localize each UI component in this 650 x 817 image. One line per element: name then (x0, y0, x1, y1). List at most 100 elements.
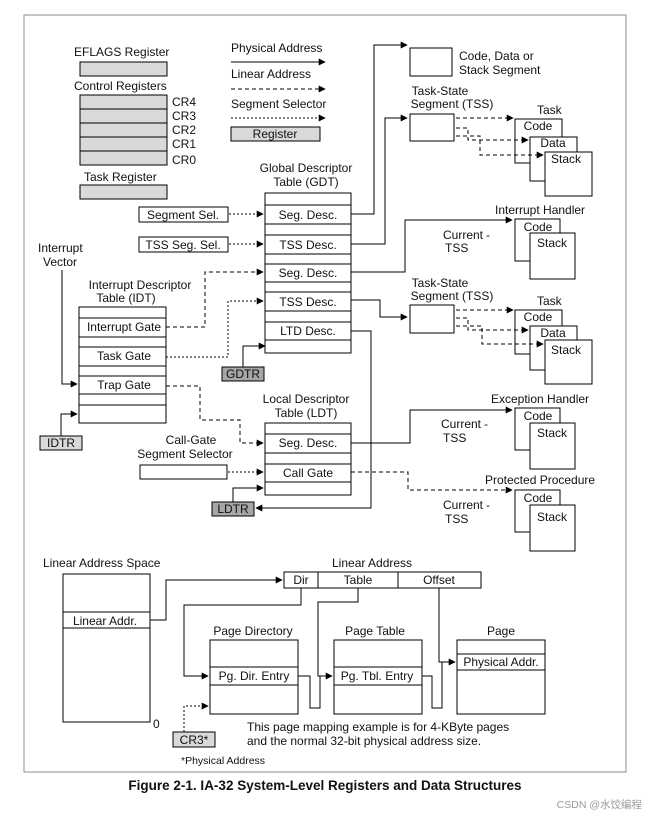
task2-data: Data (540, 326, 566, 340)
task1-data: Data (540, 136, 566, 150)
offset-field: Offset (423, 573, 455, 587)
dir-field: Dir (293, 573, 308, 587)
task2-stack: Stack (551, 343, 582, 357)
gdt-title-line2: Table (GDT) (273, 175, 338, 189)
interrupt-tss-label: TSS (445, 241, 468, 255)
task1-code: Code (524, 119, 553, 133)
tss1-title-line2: Segment (TSS) (411, 97, 494, 111)
pg-dir-entry-label: Pg. Dir. Entry (219, 669, 290, 683)
task2-label: Task (537, 294, 563, 308)
gdt-tss-desc-2: TSS Desc. (279, 295, 336, 309)
tss2-title-line1: Task-State (412, 276, 469, 290)
interrupt-handler-label: Interrupt Handler (495, 203, 585, 217)
page-box (456, 639, 546, 715)
cr4-label: CR4 (172, 95, 196, 109)
tss2-box (409, 304, 455, 334)
segment-selector-box (138, 206, 229, 223)
watermark: CSDN @水饺编程 (556, 799, 642, 811)
interrupt-vector-line1: Interrupt (38, 241, 83, 255)
cr1-label: CR1 (172, 137, 196, 151)
cr3-label: CR3* (180, 733, 209, 747)
interrupt-current-label: Current (443, 228, 484, 242)
register-legend-box (230, 126, 321, 142)
eflags-register (79, 61, 168, 77)
linear-address-space-label: Linear Address Space (43, 556, 161, 570)
task2-segments (514, 309, 593, 385)
gdt-table (264, 192, 352, 354)
page-directory-label: Page Directory (213, 624, 292, 638)
code-data-stack-line2: Stack Segment (459, 63, 541, 77)
ldt-call-gate: Call Gate (283, 466, 333, 480)
code-data-stack-line1: Code, Data or (459, 49, 534, 63)
page-table-box (333, 639, 423, 715)
segment-selector-legend: Segment Selector (231, 97, 326, 111)
page-label: Page (487, 624, 515, 638)
ldt-seg-desc: Seg. Desc. (279, 436, 338, 450)
idtr-label: IDTR (47, 436, 75, 450)
idt-trap-gate: Trap Gate (97, 378, 151, 392)
tss-seg-sel-label: TSS Seg. Sel. (145, 238, 220, 252)
protected-procedure-label: Protected Procedure (485, 473, 595, 487)
task2-code: Code (524, 310, 553, 324)
linear-address-legend: Linear Address (231, 67, 311, 81)
task1-stack: Stack (551, 152, 582, 166)
figure-caption: Figure 2-1. IA-32 System-Level Registers… (128, 778, 522, 793)
interrupt-handler-segments (514, 218, 576, 280)
tss2-links (456, 306, 544, 348)
ldtr-label: LDTR (217, 502, 249, 516)
eflags-label: EFLAGS Register (74, 45, 169, 59)
figure-frame (23, 14, 627, 773)
cr2-label: CR2 (172, 123, 196, 137)
task-register-label: Task Register (84, 170, 157, 184)
protected-procedure-stack: Stack (537, 510, 568, 524)
idt-title-line2: Table (IDT) (96, 291, 155, 305)
gdt-seg-desc: Seg. Desc. (279, 208, 338, 222)
svg-text:-: - (484, 417, 488, 431)
tss-seg-selector-box (138, 236, 229, 253)
protected-tss-label: TSS (445, 512, 468, 526)
address-zero-label: 0 (153, 717, 160, 731)
idt-title-line1: Interrupt Descriptor (89, 278, 192, 292)
paging-note-line1: This page mapping example is for 4-KByte… (247, 720, 509, 734)
exception-handler-stack: Stack (537, 426, 568, 440)
paging-note-line2: and the normal 32-bit physical address s… (247, 734, 481, 748)
protected-procedure-segments (514, 489, 576, 552)
interrupt-vector-line2: Vector (43, 255, 77, 269)
svg-text:-: - (486, 228, 490, 242)
tss1-title-line1: Task-State (412, 84, 469, 98)
exception-handler-label: Exception Handler (491, 392, 589, 406)
page-table-label: Page Table (345, 624, 405, 638)
tss1-box (409, 113, 455, 142)
task1-segments (514, 118, 593, 197)
tss1-links (456, 114, 544, 159)
linear-address-fields (283, 571, 482, 589)
exception-handler-code: Code (524, 409, 553, 423)
ldt-title-line1: Local Descriptor (263, 392, 350, 406)
idt-table (78, 306, 167, 424)
gdt-seg-desc-2: Seg. Desc. (279, 266, 338, 280)
svg-text:-: - (486, 498, 490, 512)
register-legend-label: Register (253, 127, 298, 141)
line-legend: Physical Address Linear Address Segment … (230, 41, 326, 142)
control-registers-label: Control Registers (74, 79, 167, 93)
gdt-tss-desc: TSS Desc. (279, 238, 336, 252)
cr3-register (172, 731, 216, 748)
code-data-stack-segment (409, 47, 453, 77)
task1-label: Task (537, 103, 563, 117)
idt-task-gate: Task Gate (97, 349, 151, 363)
interrupt-handler-code: Code (524, 220, 553, 234)
physical-address-legend: Physical Address (231, 41, 322, 55)
ldt-table (264, 422, 352, 496)
exception-current-label: Current (441, 417, 482, 431)
linear-address-space-box (62, 573, 151, 723)
linear-addr-label: Linear Addr. (73, 614, 137, 628)
task-register (79, 184, 168, 200)
exception-handler-segments (514, 407, 576, 470)
table-field: Table (344, 573, 373, 587)
register-legend: EFLAGS Register Control Registers CR4 CR… (74, 45, 196, 200)
footnote-physical-address: *Physical Address (181, 755, 265, 767)
cr3-label: CR3 (172, 109, 196, 123)
interrupt-handler-stack: Stack (537, 236, 568, 250)
physical-addr-label: Physical Addr. (463, 655, 538, 669)
ldt-title-line2: Table (LDT) (275, 406, 338, 420)
